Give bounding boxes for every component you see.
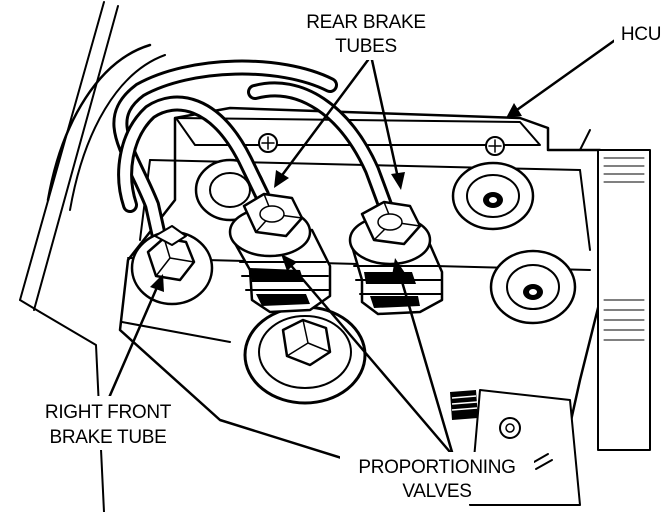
label-proportioning-valves: PROPORTIONING VALVES <box>340 452 534 504</box>
brake-tube-right-front <box>112 59 338 258</box>
leader-hcu <box>506 36 620 118</box>
label-rear-brake-tubes: REAR BRAKE TUBES <box>306 8 426 60</box>
leader-rear-brake-tubes <box>274 58 405 190</box>
hcu-port-lower-right <box>489 249 577 325</box>
mounting-bracket <box>19 1 166 512</box>
detail-tick-marks <box>533 453 553 470</box>
label-hcu-text: HCU <box>621 24 661 45</box>
label-right-front-line1: RIGHT FRONT <box>45 402 172 423</box>
label-right-front-brake-tube: RIGHT FRONT BRAKE TUBE <box>34 396 184 450</box>
label-right-front-line2: BRAKE TUBE <box>49 427 166 448</box>
label-rear-brake-tubes-line1: REAR BRAKE <box>306 12 425 33</box>
rear-brake-tube-right <box>247 81 393 213</box>
leader-proportioning-valves <box>281 254 454 454</box>
center-mounting-bolt <box>243 305 367 405</box>
proportioning-valve-left <box>228 192 332 314</box>
rear-brake-tube-left <box>117 95 270 213</box>
label-proportioning-line2: VALVES <box>402 481 471 502</box>
hcu-port-upper-right <box>451 161 535 231</box>
proportioning-valve-right <box>348 200 444 316</box>
label-proportioning-line1: PROPORTIONING <box>358 457 515 478</box>
label-rear-brake-tubes-line2: TUBES <box>335 36 397 57</box>
label-hcu: HCU <box>614 20 668 46</box>
leader-right-front-brake-tube <box>106 274 164 402</box>
